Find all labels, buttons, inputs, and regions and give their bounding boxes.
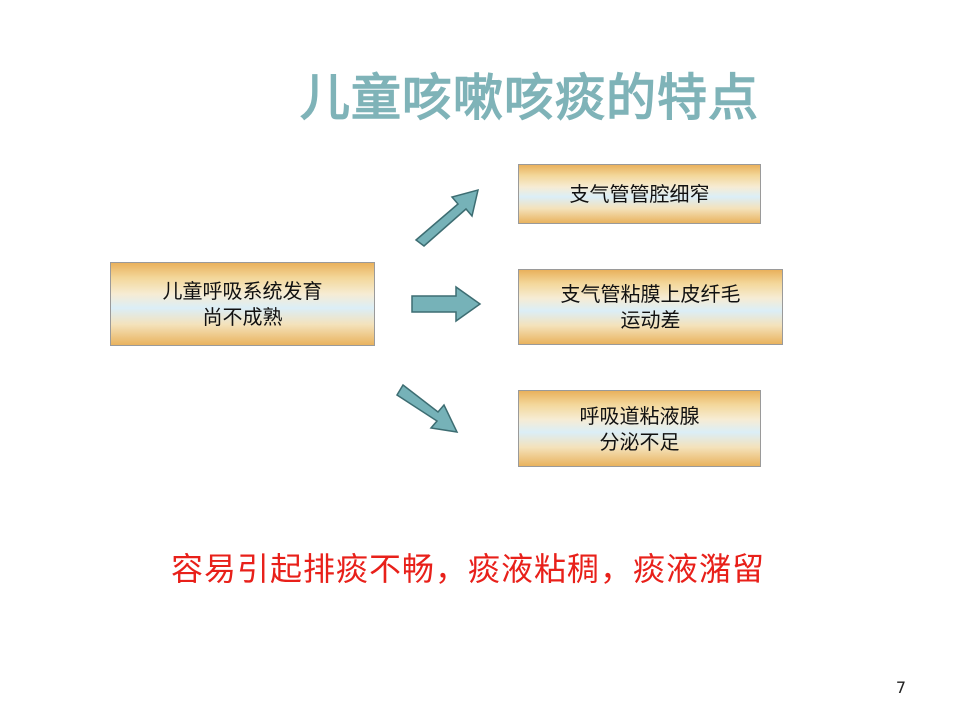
effect-box-3: 呼吸道粘液腺 分泌不足 <box>518 390 761 467</box>
effect-box-1: 支气管管腔细窄 <box>518 164 761 224</box>
source-box-line1: 儿童呼吸系统发育 <box>162 279 323 303</box>
source-box-text: 儿童呼吸系统发育 尚不成熟 <box>163 278 323 330</box>
effect-box-3-line1: 呼吸道粘液腺 <box>579 403 700 428</box>
effect-box-3-line2: 分泌不足 <box>599 429 680 454</box>
page-number: 7 <box>895 678 907 697</box>
effect-box-2-text: 支气管粘膜上皮纤毛 运动差 <box>561 281 741 333</box>
effect-box-1-line1: 支气管管腔细窄 <box>569 182 710 206</box>
slide-title: 儿童咳嗽咳痰的特点 <box>300 69 759 127</box>
effect-box-2: 支气管粘膜上皮纤毛 运动差 <box>518 269 783 345</box>
source-box: 儿童呼吸系统发育 尚不成熟 <box>110 262 375 346</box>
arrow-right-icon <box>411 285 482 323</box>
source-box-line2: 尚不成熟 <box>202 305 283 329</box>
effect-box-1-text: 支气管管腔细窄 <box>570 181 710 207</box>
conclusion-text: 容易引起排痰不畅，痰液粘稠，痰液潴留 <box>170 550 765 588</box>
arrow-down-right-icon <box>395 383 459 433</box>
effect-box-3-text: 呼吸道粘液腺 分泌不足 <box>580 403 700 455</box>
effect-box-2-line1: 支气管粘膜上皮纤毛 <box>560 282 741 306</box>
effect-box-2-line2: 运动差 <box>620 308 681 332</box>
arrow-up-right-icon <box>414 188 480 247</box>
